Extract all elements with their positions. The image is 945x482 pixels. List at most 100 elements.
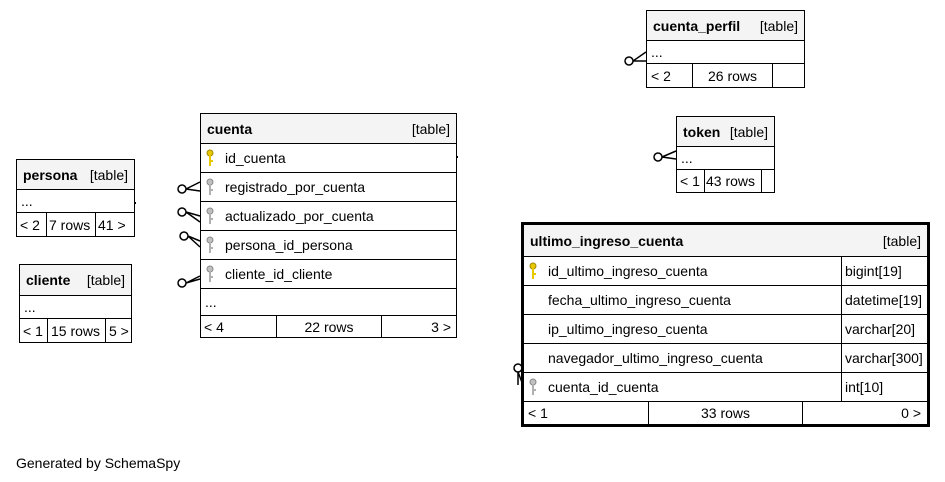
table-header: cuenta [table]	[201, 114, 456, 144]
more-columns-ellipsis: ...	[647, 41, 804, 64]
table-footer: < 1 33 rows 0 >	[524, 402, 927, 424]
column-name: fecha_ultimo_ingreso_cuenta	[548, 292, 731, 308]
table-footer: < 2 26 rows	[647, 64, 804, 87]
relation-optional-marker	[177, 278, 187, 288]
table-header: persona [table]	[17, 160, 134, 190]
relation-optional-marker	[624, 56, 634, 66]
relation-crowfoot	[185, 275, 201, 284]
table-header: cliente [table]	[20, 265, 131, 296]
table-ultimo-ingreso-cuenta[interactable]: ultimo_ingreso_cuenta [table] id_ultimo_…	[521, 222, 930, 427]
column-name: ip_ultimo_ingreso_cuenta	[548, 321, 708, 337]
column-type: bigint[19]	[841, 257, 927, 285]
relation-optional-marker	[653, 152, 663, 162]
column-type: int[10]	[841, 373, 927, 401]
child-count[interactable]	[772, 64, 804, 87]
table-kind: [table]	[882, 232, 921, 249]
table-footer: < 2 7 rows 41 >	[17, 213, 134, 236]
column-name: actualizado_por_cuenta	[225, 208, 374, 224]
foreign-key-icon	[206, 178, 214, 195]
table-footer: < 4 22 rows 3 >	[201, 316, 456, 337]
column-name: id_ultimo_ingreso_cuenta	[548, 263, 708, 279]
table-name[interactable]: persona	[23, 166, 78, 183]
column-type: datetime[19]	[841, 286, 927, 314]
column-row[interactable]: persona_id_persona	[201, 231, 456, 260]
column-row[interactable]: cuenta_id_cuenta int[10]	[524, 373, 927, 402]
relation-optional-marker	[177, 207, 187, 217]
row-count: 26 rows	[692, 64, 772, 87]
table-name[interactable]: cliente	[26, 272, 71, 288]
table-name[interactable]: ultimo_ingreso_cuenta	[530, 232, 684, 249]
table-footer: < 1 15 rows 5 >	[20, 319, 131, 342]
table-name[interactable]: cuenta	[207, 120, 253, 137]
foreign-key-icon	[206, 207, 214, 224]
table-name[interactable]: token	[683, 123, 721, 140]
parent-count[interactable]: < 1	[528, 405, 548, 421]
relation-crowfoot	[185, 181, 201, 192]
column-row[interactable]: registrado_por_cuenta	[201, 173, 456, 202]
table-cuenta-perfil[interactable]: cuenta_perfil [table] ... < 2 26 rows	[646, 10, 805, 88]
column-name: id_cuenta	[225, 150, 286, 166]
column-type: varchar[20]	[841, 315, 927, 343]
parent-count[interactable]: < 1	[23, 322, 43, 339]
child-count[interactable]: 41 >	[95, 213, 134, 236]
table-header: ultimo_ingreso_cuenta [table]	[524, 225, 927, 257]
parent-count[interactable]: < 1	[680, 173, 700, 189]
table-kind: [table]	[729, 123, 768, 140]
table-cliente[interactable]: cliente [table] ... < 1 15 rows 5 >	[19, 264, 132, 343]
table-footer: < 1 43 rows	[677, 170, 774, 192]
column-row[interactable]: fecha_ultimo_ingreso_cuenta datetime[19]	[524, 286, 927, 315]
parent-count[interactable]: < 4	[204, 318, 224, 335]
relation-crowfoot	[661, 150, 677, 160]
more-columns-ellipsis: ...	[677, 147, 774, 170]
column-row[interactable]: id_ultimo_ingreso_cuenta bigint[19]	[524, 257, 927, 286]
more-columns-ellipsis: ...	[201, 289, 456, 316]
primary-key-icon	[206, 149, 214, 166]
relation-stub	[134, 202, 136, 204]
relation-crowfoot	[187, 235, 201, 248]
child-count[interactable]: 5 >	[105, 319, 131, 342]
relation-optional-marker	[179, 231, 189, 241]
table-kind: [table]	[411, 120, 450, 137]
relation-optional-marker	[177, 184, 187, 194]
row-count: 7 rows	[46, 213, 95, 236]
column-name: cuenta_id_cuenta	[548, 379, 659, 395]
foreign-key-icon	[206, 265, 214, 282]
table-persona[interactable]: persona [table] ... < 2 7 rows 41 >	[16, 159, 135, 237]
row-count: 43 rows	[704, 170, 761, 192]
table-header: token [table]	[677, 117, 774, 147]
row-count: 33 rows	[648, 402, 802, 424]
parent-count[interactable]: < 2	[651, 67, 671, 84]
more-columns-ellipsis: ...	[20, 296, 131, 319]
foreign-key-icon	[206, 236, 214, 253]
table-token[interactable]: token [table] ... < 1 43 rows	[676, 116, 775, 193]
column-name: cliente_id_cliente	[225, 266, 333, 282]
column-type: varchar[300]	[841, 344, 927, 372]
table-header: cuenta_perfil [table]	[647, 11, 804, 41]
child-count[interactable]	[761, 170, 774, 192]
relation-crowfoot	[185, 211, 201, 223]
table-cuenta[interactable]: cuenta [table] id_cuenta registrado_por_…	[200, 113, 457, 338]
primary-key-icon	[529, 262, 537, 279]
table-kind: [table]	[89, 166, 128, 183]
table-kind: [table]	[759, 17, 798, 34]
child-count[interactable]: 3 >	[381, 316, 456, 337]
column-name: persona_id_persona	[225, 237, 353, 253]
column-name: registrado_por_cuenta	[225, 179, 366, 195]
row-count: 15 rows	[47, 319, 105, 342]
column-row[interactable]: ip_ultimo_ingreso_cuenta varchar[20]	[524, 315, 927, 344]
column-row[interactable]: cliente_id_cliente	[201, 260, 456, 289]
column-name: navegador_ultimo_ingreso_cuenta	[548, 350, 763, 366]
child-count[interactable]: 0 >	[802, 402, 927, 424]
parent-count[interactable]: < 2	[20, 216, 40, 233]
table-name[interactable]: cuenta_perfil	[653, 17, 741, 34]
relation-stub	[456, 156, 458, 158]
column-row[interactable]: id_cuenta	[201, 144, 456, 173]
relation-crowfoot	[632, 51, 647, 62]
column-row[interactable]: actualizado_por_cuenta	[201, 202, 456, 231]
row-count: 22 rows	[276, 316, 381, 337]
column-row[interactable]: navegador_ultimo_ingreso_cuenta varchar[…	[524, 344, 927, 373]
foreign-key-icon	[529, 378, 537, 395]
generated-by-note: Generated by SchemaSpy	[16, 455, 181, 471]
more-columns-ellipsis: ...	[17, 190, 134, 213]
